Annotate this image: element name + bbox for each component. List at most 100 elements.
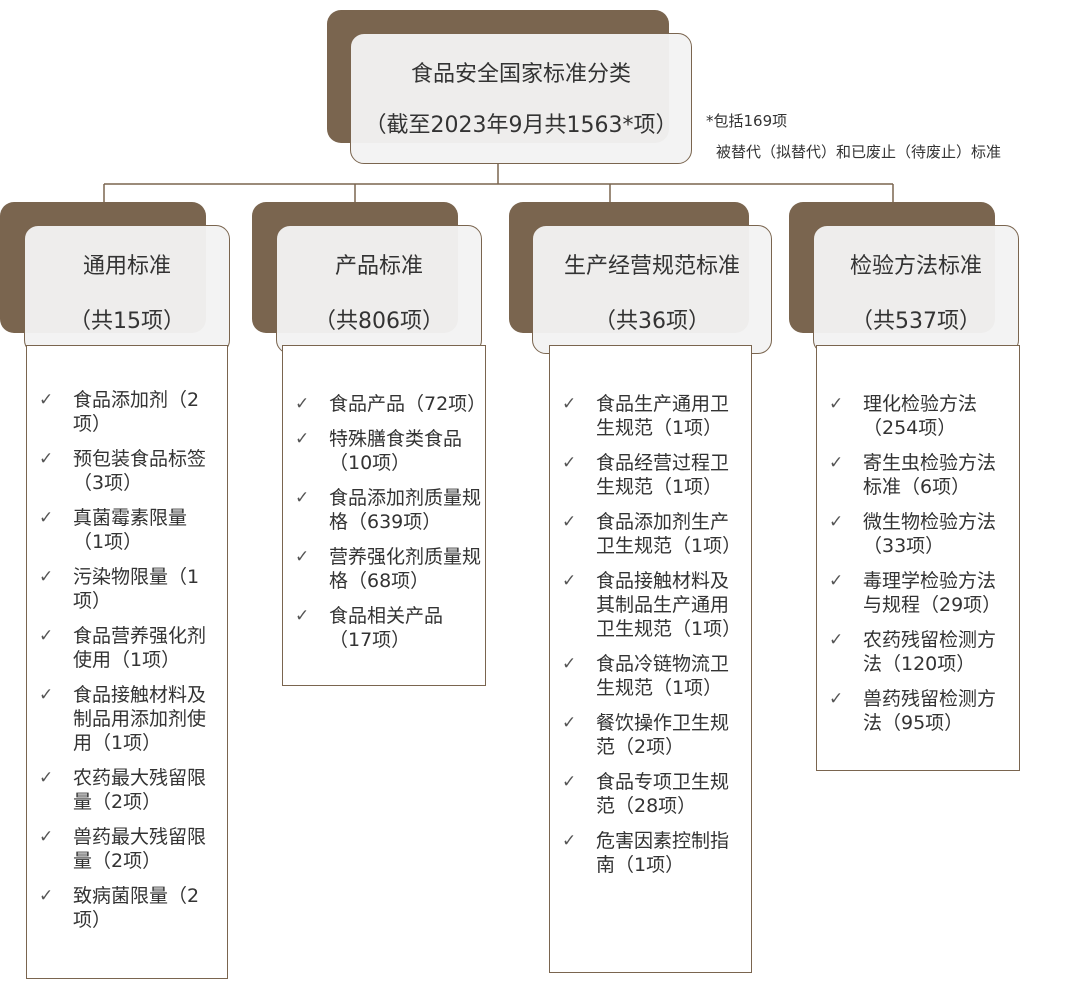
check-icon: ✓ <box>829 571 844 591</box>
list-item: ✓ 危害因素控制指南（1项） <box>550 829 743 877</box>
list-item-label: 特殊膳食类食品（10项） <box>329 428 463 474</box>
list-item-label: 食品经营过程卫生规范（1项） <box>596 452 730 498</box>
check-icon: ✓ <box>562 394 577 414</box>
list-item: ✓ 微生物检验方法（33项） <box>817 510 997 558</box>
list-item-label: 污染物限量（1项） <box>73 566 200 612</box>
category-title-general: 通用标准 <box>82 254 171 279</box>
list-item-label: 毒理学检验方法与规程（29项） <box>863 570 1002 616</box>
list-item: ✓ 兽药最大残留限量（2项） <box>27 825 213 873</box>
check-icon: ✓ <box>39 768 54 788</box>
check-icon: ✓ <box>562 512 577 532</box>
check-icon: ✓ <box>39 567 54 587</box>
list-box-testing: ✓理化检验方法（254项）✓寄生虫检验方法标准（6项）✓微生物检验方法（33项）… <box>816 345 1020 771</box>
list-item-label: 真菌霉素限量（1项） <box>73 507 188 553</box>
list-item: ✓ 特殊膳食类食品（10项） <box>283 427 481 475</box>
list-item: ✓食品营养强化剂使用（1项） <box>27 624 213 672</box>
list-item: ✓ 农药最大残留限量（2项） <box>27 766 213 814</box>
list-item: ✓ 食品专项卫生规范（28项） <box>550 770 743 818</box>
list-item: ✓ 食品经营过程卫生规范（1项） <box>550 451 743 499</box>
list-item-label: 预包装食品标签（3项） <box>73 448 207 494</box>
root-subtitle: （截至2023年9月共1563*项） <box>364 113 678 138</box>
list-item-label: 危害因素控制指南（1项） <box>596 830 730 876</box>
list-item-label: 食品冷链物流卫生规范（1项） <box>596 653 730 699</box>
list-item-label: 兽药残留检测方法（95项） <box>863 688 997 734</box>
item-list-production: ✓ 食品生产通用卫生规范（1项） ✓ 食品经营过程卫生规范（1项） ✓ 食品添加剂生产卫生… <box>550 392 743 877</box>
check-icon: ✓ <box>295 394 310 414</box>
list-item: ✓理化检验方法（254项） <box>817 392 997 440</box>
category-count-product: （共806项） <box>314 309 444 334</box>
check-icon: ✓ <box>562 654 577 674</box>
check-icon: ✓ <box>829 630 844 650</box>
list-item: ✓ 食品添加剂质量规格（639项） <box>283 486 481 534</box>
list-item: ✓ 真菌霉素限量（1项） <box>27 506 213 554</box>
check-icon: ✓ <box>829 512 844 532</box>
category-card-general: 通用标准 （共15项） <box>24 225 230 354</box>
root-title: 食品安全国家标准分类 <box>410 62 631 87</box>
list-item-label: 餐饮操作卫生规范（2项） <box>596 712 730 758</box>
list-item: ✓ 预包装食品标签（3项） <box>27 447 213 495</box>
footnote-line-2: 被替代（拟替代）和已废止（待废止）标准 <box>716 143 1002 161</box>
check-icon: ✓ <box>295 606 310 626</box>
check-icon: ✓ <box>39 508 54 528</box>
footnote-line-1: *包括169项 <box>706 112 788 130</box>
category-count-production: （共36项） <box>594 309 710 334</box>
check-icon: ✓ <box>39 827 54 847</box>
check-icon: ✓ <box>829 453 844 473</box>
list-item-label: 食品添加剂质量规格（639项） <box>329 487 482 533</box>
list-item-label: 农药残留检测方法（120项） <box>863 629 997 675</box>
list-item: ✓ 食品冷链物流卫生规范（1项） <box>550 652 743 700</box>
list-item: ✓ 食品接触材料及其制品生产通用卫生规范（1项） <box>550 569 743 641</box>
item-list-product: ✓食品产品（72项）✓特殊膳食类食品（10项）✓食品添加剂质量规格（639项）✓… <box>283 392 486 652</box>
list-item: ✓ 食品生产通用卫生规范（1项） <box>550 392 743 440</box>
list-item: ✓ 食品产品（72项） <box>283 392 486 416</box>
category-card-production: 生产经营规范标准 （共36项） <box>532 225 772 354</box>
list-item: ✓ 毒理学检验方法与规程（29项） <box>817 569 1001 617</box>
list-item-label: 食品产品（72项） <box>329 393 487 415</box>
check-icon: ✓ <box>39 685 54 705</box>
list-item: ✓ 餐饮操作卫生规范（2项） <box>550 711 743 759</box>
list-item: ✓ 食品相关产品（17项） <box>283 604 481 652</box>
list-item-label: 寄生虫检验方法标准（6项） <box>863 452 997 498</box>
list-box-production: ✓ 食品生产通用卫生规范（1项） ✓ 食品经营过程卫生规范（1项） ✓ 食品添加剂生产卫生… <box>549 345 752 973</box>
list-item: ✓ 污染物限量（1项） <box>27 565 213 613</box>
list-item-label: 致病菌限量（2项） <box>73 885 200 931</box>
category-title-testing: 检验方法标准 <box>849 254 982 279</box>
list-item-label: 微生物检验方法（33项） <box>863 511 997 557</box>
list-item-label: 食品添加剂生产卫生规范（1项） <box>596 511 742 557</box>
check-icon: ✓ <box>562 831 577 851</box>
check-icon: ✓ <box>295 488 310 508</box>
list-item-label: 食品接触材料及制品用添加剂使用（1项） <box>73 684 207 754</box>
list-item-label: 食品接触材料及其制品生产通用卫生规范（1项） <box>596 570 742 640</box>
list-item-label: 农药最大残留限量（2项） <box>73 767 207 813</box>
check-icon: ✓ <box>39 390 54 410</box>
category-title-production: 生产经营规范标准 <box>563 254 740 279</box>
list-item: ✓ 食品添加剂生产卫生规范（1项） <box>550 510 743 558</box>
check-icon: ✓ <box>562 571 577 591</box>
check-icon: ✓ <box>39 449 54 469</box>
check-icon: ✓ <box>295 429 310 449</box>
list-item: ✓营养强化剂质量规格（68项） <box>283 545 481 593</box>
category-count-testing: （共537项） <box>851 309 981 334</box>
list-item: ✓ 致病菌限量（2项） <box>27 884 213 932</box>
category-card-product: 产品标准 （共806项） <box>276 225 482 354</box>
list-item-label: 食品生产通用卫生规范（1项） <box>596 393 730 439</box>
item-list-general: ✓食品添加剂（2项）✓预包装食品标签（3项）✓真菌霉素限量（1项）✓污染物限量（… <box>27 388 213 932</box>
check-icon: ✓ <box>562 453 577 473</box>
list-item: ✓ 兽药残留检测方法（95项） <box>817 687 997 735</box>
check-icon: ✓ <box>39 626 54 646</box>
check-icon: ✓ <box>829 689 844 709</box>
list-box-product: ✓食品产品（72项）✓特殊膳食类食品（10项）✓食品添加剂质量规格（639项）✓… <box>282 345 486 686</box>
item-list-testing: ✓理化检验方法（254项）✓寄生虫检验方法标准（6项）✓微生物检验方法（33项）… <box>817 392 1001 735</box>
list-item-label: 兽药最大残留限量（2项） <box>73 826 207 872</box>
list-item: ✓ 农药残留检测方法（120项） <box>817 628 997 676</box>
list-item: ✓ 食品接触材料及制品用添加剂使用（1项） <box>27 683 213 755</box>
check-icon: ✓ <box>562 772 577 792</box>
list-item-label: 食品专项卫生规范（28项） <box>596 771 730 817</box>
check-icon: ✓ <box>562 713 577 733</box>
category-count-general: （共15项） <box>69 309 185 334</box>
list-item-label: 食品相关产品（17项） <box>329 605 444 651</box>
check-icon: ✓ <box>39 886 54 906</box>
category-title-product: 产品标准 <box>334 254 423 279</box>
check-icon: ✓ <box>829 394 844 414</box>
list-item: ✓食品添加剂（2项） <box>27 388 213 436</box>
